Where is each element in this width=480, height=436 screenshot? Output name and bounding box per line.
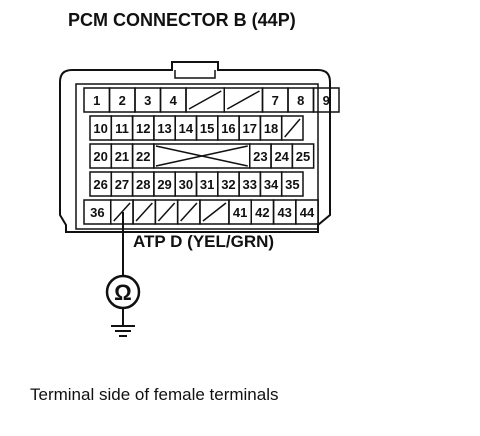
caption: Terminal side of female terminals [30, 385, 278, 404]
terminal-number: 34 [264, 177, 279, 192]
terminal-number: 21 [115, 149, 129, 164]
unused-terminal-slash [113, 202, 131, 222]
terminal-number: 42 [255, 205, 269, 220]
terminal-number: 20 [93, 149, 107, 164]
terminal-number: 1 [93, 93, 100, 108]
terminal-number: 25 [296, 149, 310, 164]
terminal-number: 15 [200, 121, 214, 136]
wire-label: ATP D (YEL/GRN) [133, 232, 274, 251]
unused-terminal-slash [284, 118, 301, 138]
terminal-cell [280, 115, 304, 141]
connector-housing [59, 61, 331, 233]
terminal-number: 22 [136, 149, 150, 164]
unused-terminal-slash [157, 202, 176, 222]
terminal-number: 41 [233, 205, 247, 220]
terminal-number: 28 [136, 177, 150, 192]
terminal-number: 18 [264, 121, 278, 136]
terminal-number: 23 [253, 149, 267, 164]
terminal-number: 4 [170, 93, 178, 108]
terminal-number: 36 [90, 205, 104, 220]
terminal-number: 43 [277, 205, 291, 220]
terminal-number: 7 [272, 93, 279, 108]
ohm-symbol: Ω [114, 280, 132, 305]
terminal-number: 35 [285, 177, 299, 192]
terminal-number: 29 [157, 177, 171, 192]
unused-terminal-slash [188, 90, 222, 110]
terminal-number: 26 [93, 177, 107, 192]
terminal-number: 13 [157, 121, 171, 136]
unused-terminal-slash [226, 90, 260, 110]
terminal-number: 9 [323, 93, 330, 108]
terminal-number: 2 [119, 93, 126, 108]
unused-terminal-slash [135, 202, 153, 222]
terminal-cell [295, 199, 319, 225]
unused-terminal-slash [180, 202, 198, 222]
terminal-number: 11 [115, 121, 129, 136]
terminal-number: 44 [300, 205, 315, 220]
terminal-cell [280, 171, 304, 197]
terminal-number: 8 [297, 93, 304, 108]
terminal-cell [291, 143, 315, 169]
terminal-number: 17 [243, 121, 257, 136]
probe-wire [105, 212, 141, 337]
unused-terminal-slash [202, 202, 227, 222]
terminal-number: 33 [243, 177, 257, 192]
terminal-number: 31 [200, 177, 214, 192]
terminal-number: 3 [144, 93, 151, 108]
terminal-number: 30 [179, 177, 193, 192]
terminal-number: 27 [115, 177, 129, 192]
terminal-number: 12 [136, 121, 150, 136]
terminal-number: 14 [179, 121, 194, 136]
terminal-number: 32 [221, 177, 235, 192]
terminal-cell [312, 87, 340, 113]
terminal-number: 10 [93, 121, 107, 136]
terminal-number: 24 [274, 149, 289, 164]
terminal-number: 16 [221, 121, 235, 136]
diagram-title: PCM CONNECTOR B (44P) [68, 10, 296, 30]
blank-area-cross [155, 145, 248, 167]
